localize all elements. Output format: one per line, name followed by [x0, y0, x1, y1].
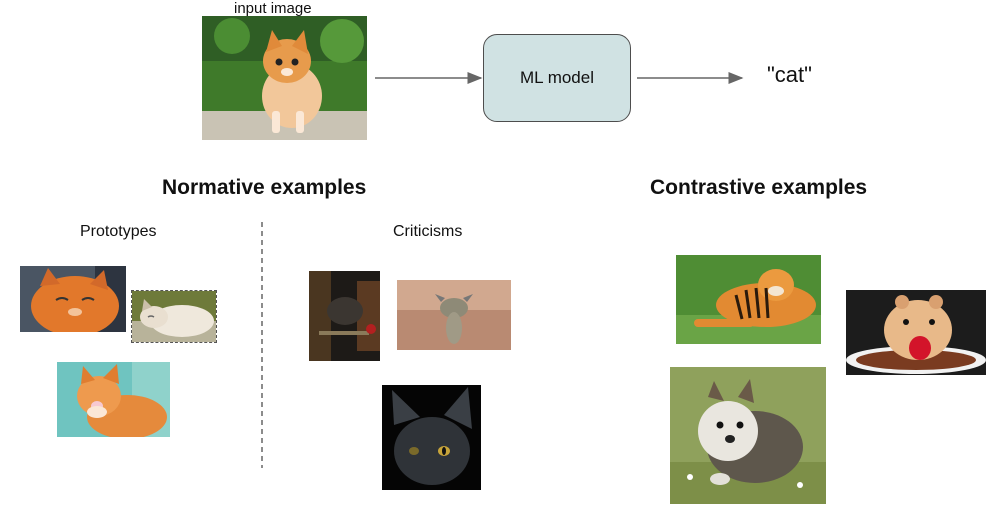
input-kitten-image — [202, 16, 367, 140]
input-image-caption: input image — [234, 0, 312, 17]
ml-model-box: ML model — [483, 34, 631, 122]
prototype-licking-cat-image — [57, 362, 170, 437]
criticism-black-cat-image — [382, 385, 481, 490]
prototype-orange-cat-image — [20, 266, 126, 332]
contrastive-hamster-image — [846, 290, 986, 375]
criticism-dark-cat-image — [309, 271, 380, 361]
criticism-upside-down-cat-image — [397, 280, 511, 350]
contrastive-tiger-image — [676, 255, 821, 344]
prototypes-label: Prototypes — [80, 223, 157, 240]
contrastive-dog-image — [670, 367, 826, 504]
ml-model-label: ML model — [519, 68, 594, 87]
criticisms-label: Criticisms — [393, 223, 463, 240]
prototype-sleeping-cat-image — [131, 290, 217, 343]
output-prediction-label: "cat" — [767, 62, 812, 87]
contrastive-examples-title: Contrastive examples — [650, 176, 868, 199]
normative-examples-title: Normative examples — [162, 176, 367, 199]
